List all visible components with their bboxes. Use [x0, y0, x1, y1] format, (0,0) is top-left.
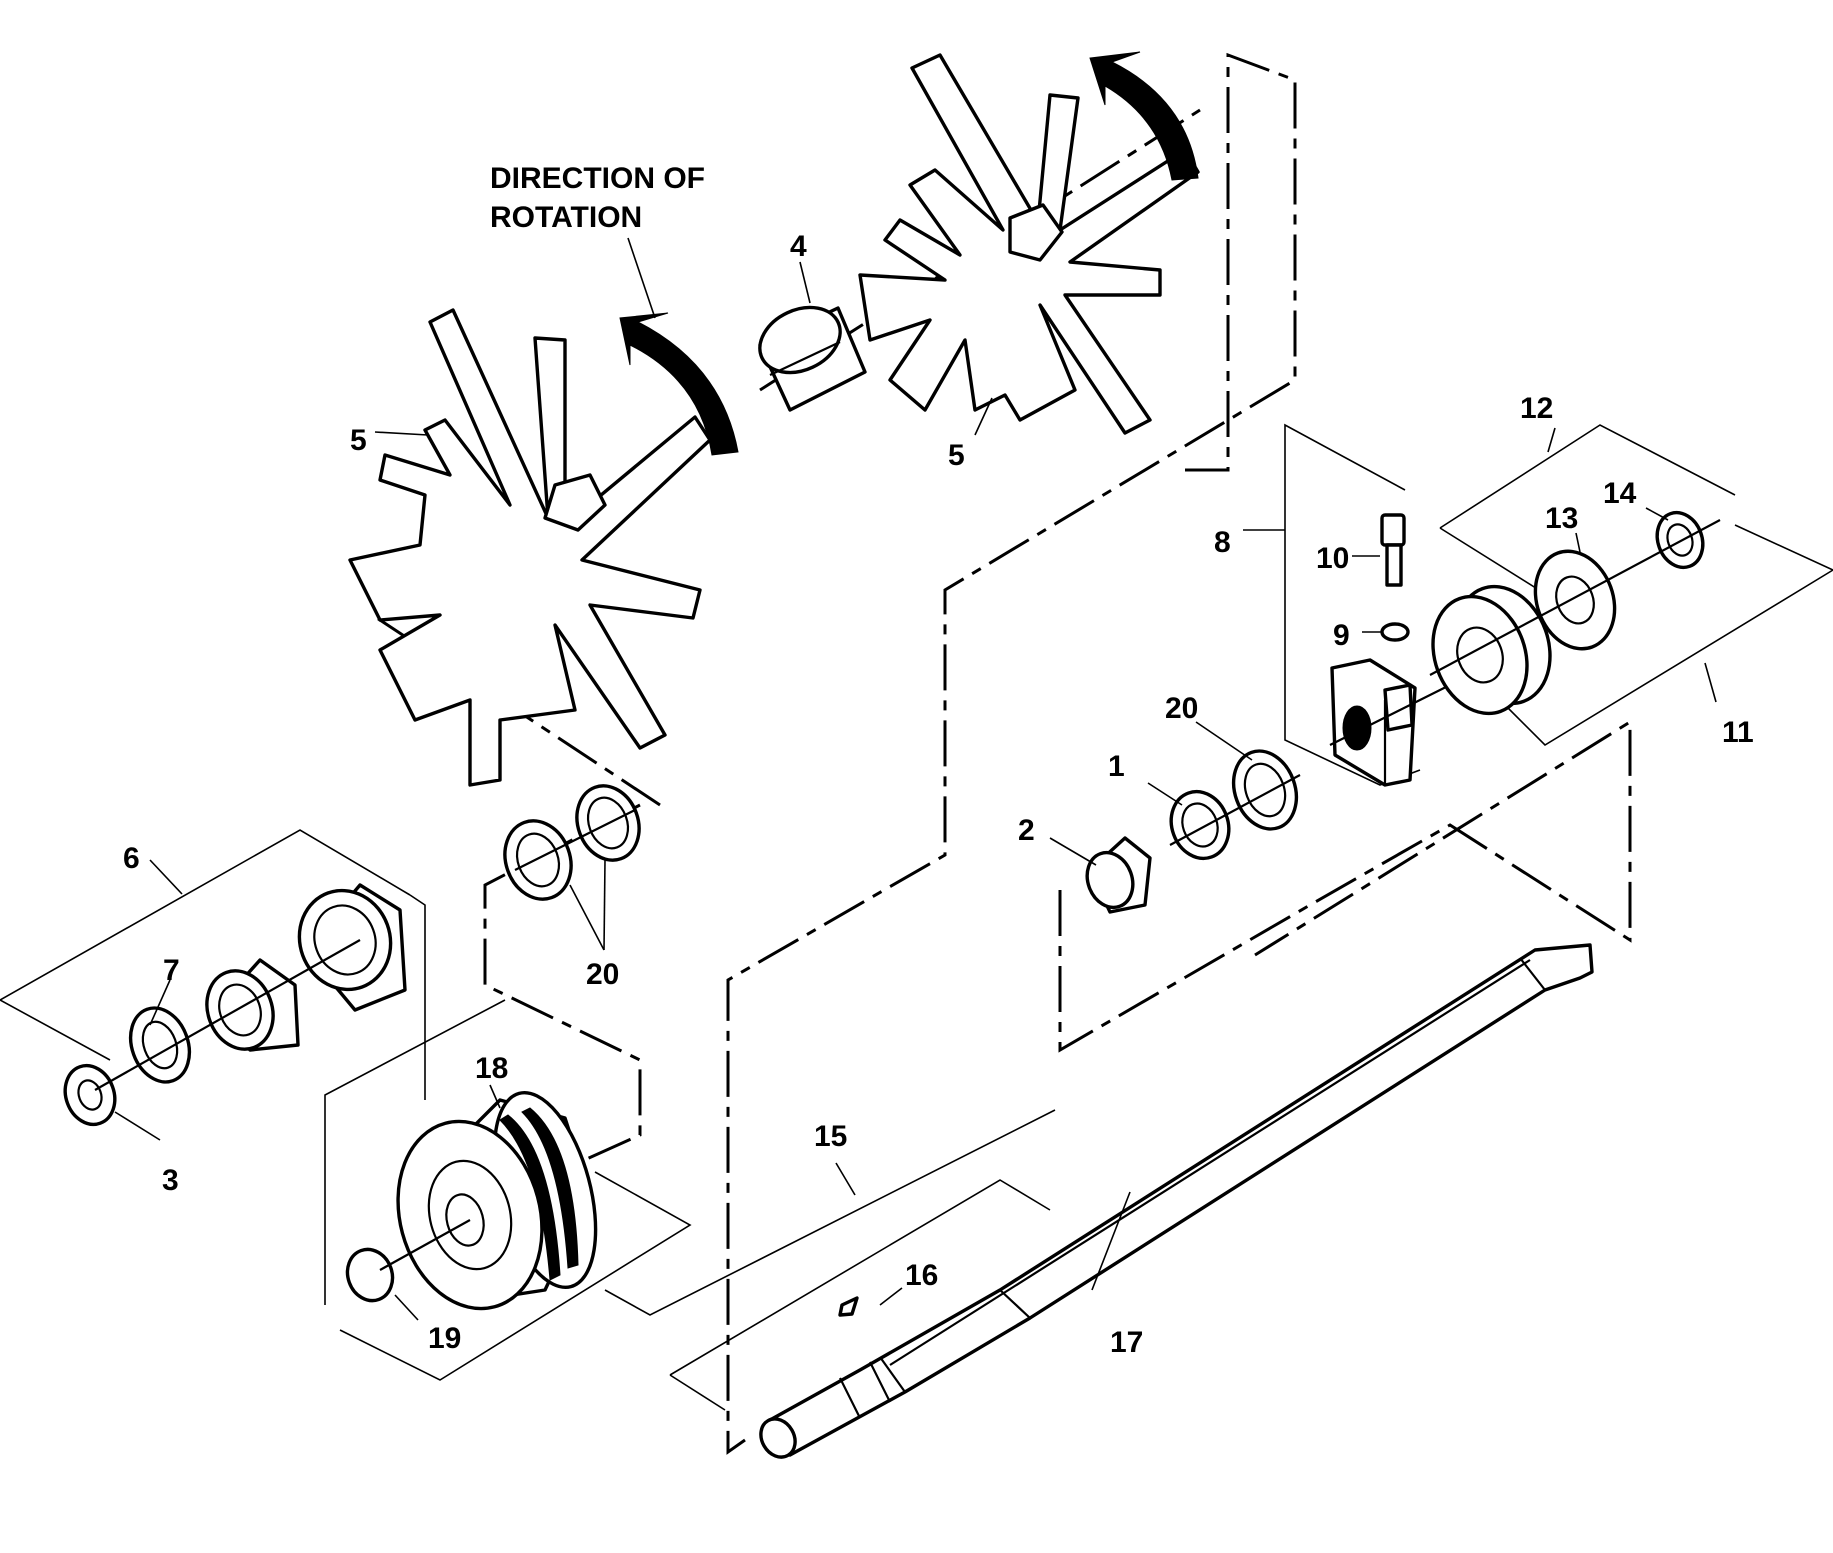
- leader-lines: [114, 237, 1717, 1321]
- callout-7: 7: [163, 954, 180, 987]
- callout-20-left: 20: [586, 958, 619, 991]
- callout-6: 6: [123, 842, 140, 875]
- callout-12: 12: [1520, 392, 1553, 425]
- callout-1: 1: [1108, 750, 1125, 783]
- callout-5-left: 5: [350, 424, 367, 457]
- callout-19: 19: [428, 1322, 461, 1355]
- left-shims: [503, 784, 641, 901]
- callout-9: 9: [1333, 619, 1350, 652]
- callout-5-right: 5: [948, 439, 965, 472]
- rotation-arrows: [619, 51, 1199, 456]
- callout-2: 2: [1018, 814, 1035, 847]
- right-impeller: [858, 53, 1200, 435]
- spacer-tube: [758, 305, 867, 412]
- callout-13: 13: [1545, 502, 1578, 535]
- callout-11: 11: [1722, 716, 1754, 749]
- pulley: [345, 1091, 598, 1311]
- right-bearing-parts: [1085, 510, 1721, 914]
- callout-14: 14: [1603, 477, 1637, 510]
- callout-15: 15: [814, 1120, 847, 1153]
- curved-arrow-icon: [1089, 51, 1199, 181]
- callout-18: 18: [475, 1052, 508, 1085]
- callout-3: 3: [162, 1164, 179, 1197]
- callout-8: 8: [1214, 526, 1231, 559]
- callout-4: 4: [790, 230, 807, 263]
- left-impeller: [348, 308, 712, 787]
- curved-arrow-icon: [619, 312, 739, 456]
- callout-20-right: 20: [1165, 692, 1198, 725]
- callout-labels: 1 2 3 4 5 5 6 7 8 9 10 11 12 13 14 15 16…: [123, 230, 1754, 1359]
- direction-of-rotation-title: ROTATION: [490, 201, 642, 234]
- left-bearing-parts: [63, 883, 407, 1127]
- group-brackets: [0, 423, 1833, 1411]
- callout-10: 10: [1316, 542, 1349, 575]
- callout-17: 17: [1110, 1326, 1143, 1359]
- shaft: [759, 943, 1594, 1459]
- callout-16: 16: [905, 1259, 938, 1292]
- direction-of-rotation-title: DIRECTION OF: [490, 162, 705, 195]
